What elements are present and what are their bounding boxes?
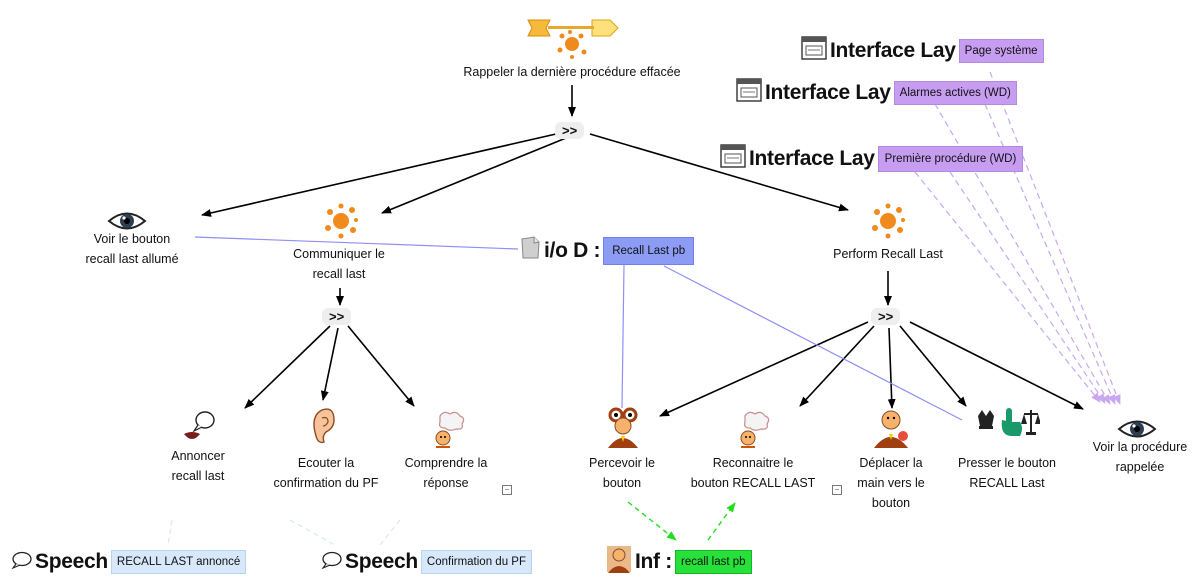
edge-op3-deplacer: [887, 327, 896, 409]
splash-abstract-icon: [322, 202, 360, 245]
percevoir-icon: [604, 406, 642, 453]
communicate-operator[interactable]: >>: [322, 308, 352, 325]
deplacer-icon: [872, 406, 910, 453]
interface-object-1-value: Page système: [958, 38, 1044, 63]
task-voir-bouton[interactable]: Voir le bouton recall last allumé: [85, 232, 179, 266]
edge-op3-percevoir: [659, 321, 869, 417]
link-inf-reconnaitre: [707, 502, 736, 541]
root-task-icon[interactable]: [524, 14, 620, 60]
interface-object-3-value: Première procédure (WD): [877, 145, 1024, 172]
eye-icon: [107, 208, 147, 239]
task-voir-procedure[interactable]: Voir la procédure rappelée: [1092, 440, 1188, 474]
link-speech1: [167, 519, 173, 546]
task-perform[interactable]: Perform Recall Last: [833, 247, 943, 261]
perform-operator[interactable]: >>: [871, 308, 901, 325]
interface-window-icon: [801, 36, 827, 65]
interface-object-3-title: Interface Lay: [749, 146, 875, 170]
speech-object-1[interactable]: Speech RECALL LAST annoncé: [10, 550, 247, 574]
thinking-head-icon: [435, 411, 465, 448]
speech-object-2-title: Speech: [345, 550, 418, 573]
task-communiquer[interactable]: Communiquer le recall last: [293, 247, 385, 281]
collapse-toggle-reconnaitre[interactable]: −: [832, 485, 842, 495]
edge-op-voir: [201, 133, 557, 217]
io-object[interactable]: i/o D : Recall Last pb: [519, 236, 695, 265]
collapse-toggle-comprendre[interactable]: −: [502, 485, 512, 495]
link-iface1-voirproc: [989, 71, 1121, 405]
reconnaitre-icon: [735, 410, 771, 453]
edge-op3-presser: [899, 325, 967, 407]
link-io-percevoir: [621, 264, 625, 409]
task-annoncer[interactable]: Annoncer recall last: [171, 449, 225, 483]
speech-object-2[interactable]: Speech Confirmation du PF: [320, 550, 532, 574]
task-comprendre[interactable]: Comprendre la réponse: [404, 456, 488, 490]
splash-abstract-icon: [869, 202, 907, 245]
comprendre-icon: [430, 410, 466, 453]
inf-object[interactable]: Inf : recall last pb: [606, 545, 752, 578]
presser-icon: [976, 406, 1041, 443]
speech-bubble-icon: [320, 551, 342, 574]
edge-op-perform: [589, 133, 849, 212]
information-person-icon: [606, 545, 632, 578]
inf-object-value: recall last pb: [674, 549, 752, 574]
interface-object-2-value: Alarmes actives (WD): [893, 80, 1017, 105]
interface-object-1[interactable]: Interface Lay Page système: [801, 36, 1044, 65]
speech-object-1-value: RECALL LAST annoncé: [110, 550, 247, 574]
task-percevoir[interactable]: Percevoir le bouton: [589, 456, 655, 490]
interface-object-2-title: Interface Lay: [765, 80, 891, 104]
task-presser[interactable]: Presser le bouton RECALL Last: [958, 456, 1056, 490]
perceptive-user-icon: [608, 407, 638, 448]
interface-window-icon: [720, 144, 746, 173]
interface-object-2[interactable]: Interface Lay Alarmes actives (WD): [736, 78, 1017, 107]
annoncer-icon: [180, 410, 216, 449]
io-object-title: i/o D :: [544, 238, 601, 262]
link-speech3: [379, 519, 401, 546]
interface-window-icon: [736, 78, 762, 107]
edge-op3-reconnaitre: [799, 325, 875, 407]
motor-user-icon: [874, 410, 908, 448]
abstract-task-icon: [527, 19, 619, 59]
task-reconnaitre[interactable]: Reconnaitre le bouton RECALL LAST: [690, 456, 816, 490]
document-icon: [519, 236, 541, 265]
ear-icon: [310, 406, 336, 451]
speech-bubble-icon: [184, 411, 215, 439]
link-percevoir-inf: [627, 501, 677, 541]
root-operator[interactable]: >>: [555, 122, 585, 139]
speech-bubble-icon: [10, 551, 32, 574]
link-iface3b-voirproc: [949, 171, 1106, 404]
inf-object-title: Inf :: [635, 549, 672, 573]
edge-op-communiquer: [381, 137, 567, 214]
press-button-icon: [978, 408, 1041, 436]
eye-icon: [1117, 416, 1157, 447]
speech-object-1-title: Speech: [35, 550, 108, 573]
edge-op2-comprendre: [347, 325, 415, 407]
interface-object-3[interactable]: Interface Lay Première procédure (WD): [720, 144, 1024, 173]
edge-op2-ecouter: [320, 327, 339, 401]
link-iface2-voirproc: [934, 103, 1111, 405]
interface-object-1-title: Interface Lay: [830, 38, 956, 62]
speech-object-2-value: Confirmation du PF: [420, 550, 532, 574]
io-object-value: Recall Last pb: [603, 236, 695, 265]
edge-op2-annoncer: [244, 325, 331, 409]
link-io-voir: [194, 236, 519, 250]
link-iface3-voirproc: [914, 171, 1101, 403]
task-ecouter[interactable]: Ecouter la confirmation du PF: [273, 456, 379, 490]
task-deplacer[interactable]: Déplacer la main vers le bouton: [857, 456, 925, 510]
link-speech2: [289, 519, 336, 546]
thinking-head-icon: [740, 411, 770, 448]
edge-op3-voirproc: [909, 321, 1084, 410]
link-io-presser: [663, 265, 963, 421]
root-task-label[interactable]: Rappeler la dernière procédure effacée: [432, 62, 712, 82]
